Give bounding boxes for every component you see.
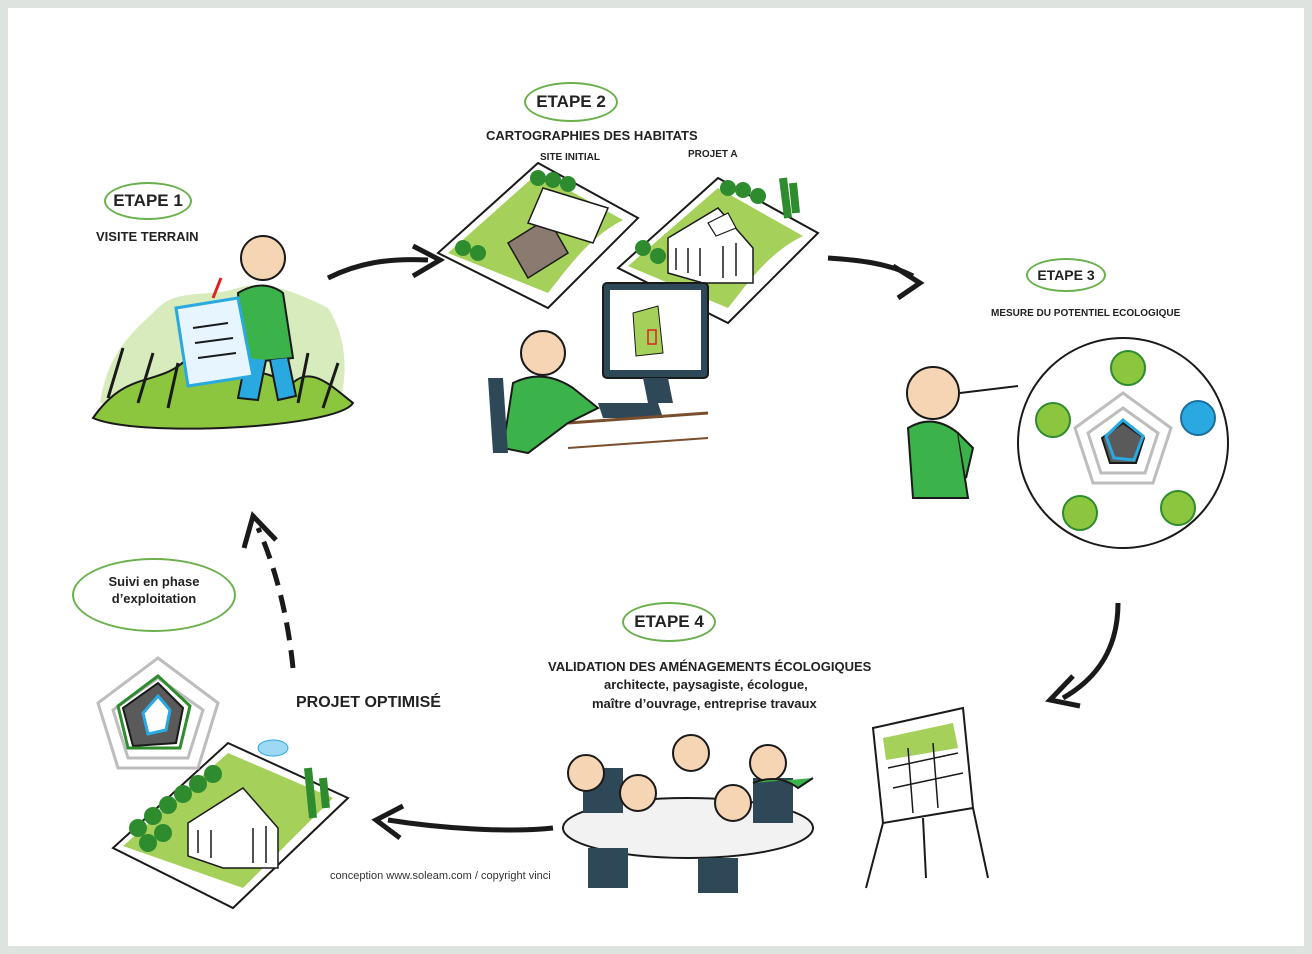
step2-sub-left: SITE INITIAL — [540, 152, 600, 163]
step2-sub-right: PROJET A — [688, 149, 738, 160]
person-surveying-icon — [91, 235, 355, 430]
credit-text: conception www.soleam.com / copyright vi… — [330, 870, 551, 882]
step4-badge: ETAPE 4 — [622, 602, 716, 642]
step1-badge: ETAPE 1 — [104, 182, 192, 220]
followup-line1: Suivi en phase — [108, 574, 200, 589]
optimized-project-label: PROJET OPTIMISÉ — [296, 694, 441, 711]
step4-line3: maître d’ouvrage, entreprise travaux — [592, 696, 817, 711]
diagram-canvas: ETAPE 1 VISITE TERRAIN ETAPE 2 CARTOGRAP… — [8, 8, 1304, 946]
step3-title: MESURE DU POTENTIEL ECOLOGIQUE — [991, 308, 1181, 319]
step3-badge: ETAPE 3 — [1026, 258, 1106, 292]
followup-badge: Suivi en phase d’exploitation — [72, 558, 236, 632]
step4-line2: architecte, paysagiste, écologue, — [604, 677, 808, 692]
radar-criteria-icon — [1017, 337, 1229, 549]
arrow-step4-to-optimized — [387, 817, 554, 833]
illustration-layer — [91, 161, 1229, 910]
step2-badge: ETAPE 2 — [524, 82, 618, 122]
followup-line2: d’exploitation — [111, 591, 197, 606]
step4-title: VALIDATION DES AMÉNAGEMENTS ÉCOLOGIQUES — [548, 659, 872, 674]
habitat-map-initial-icon — [436, 161, 640, 310]
arrow-step1-to-step2 — [326, 257, 429, 281]
thinking-person-icon — [906, 366, 1019, 499]
arrow-step3-to-step4 — [1061, 602, 1121, 701]
arrow-followup-to-step1 — [255, 526, 296, 669]
followup-radar-icon — [96, 656, 220, 770]
flipchart-icon — [865, 706, 989, 889]
meeting-table-icon — [562, 734, 814, 893]
person-at-computer-icon — [488, 282, 709, 455]
step1-title: VISITE TERRAIN — [96, 229, 199, 244]
optimized-project-icon — [111, 739, 350, 910]
step2-title: CARTOGRAPHIES DES HABITATS — [486, 128, 698, 143]
